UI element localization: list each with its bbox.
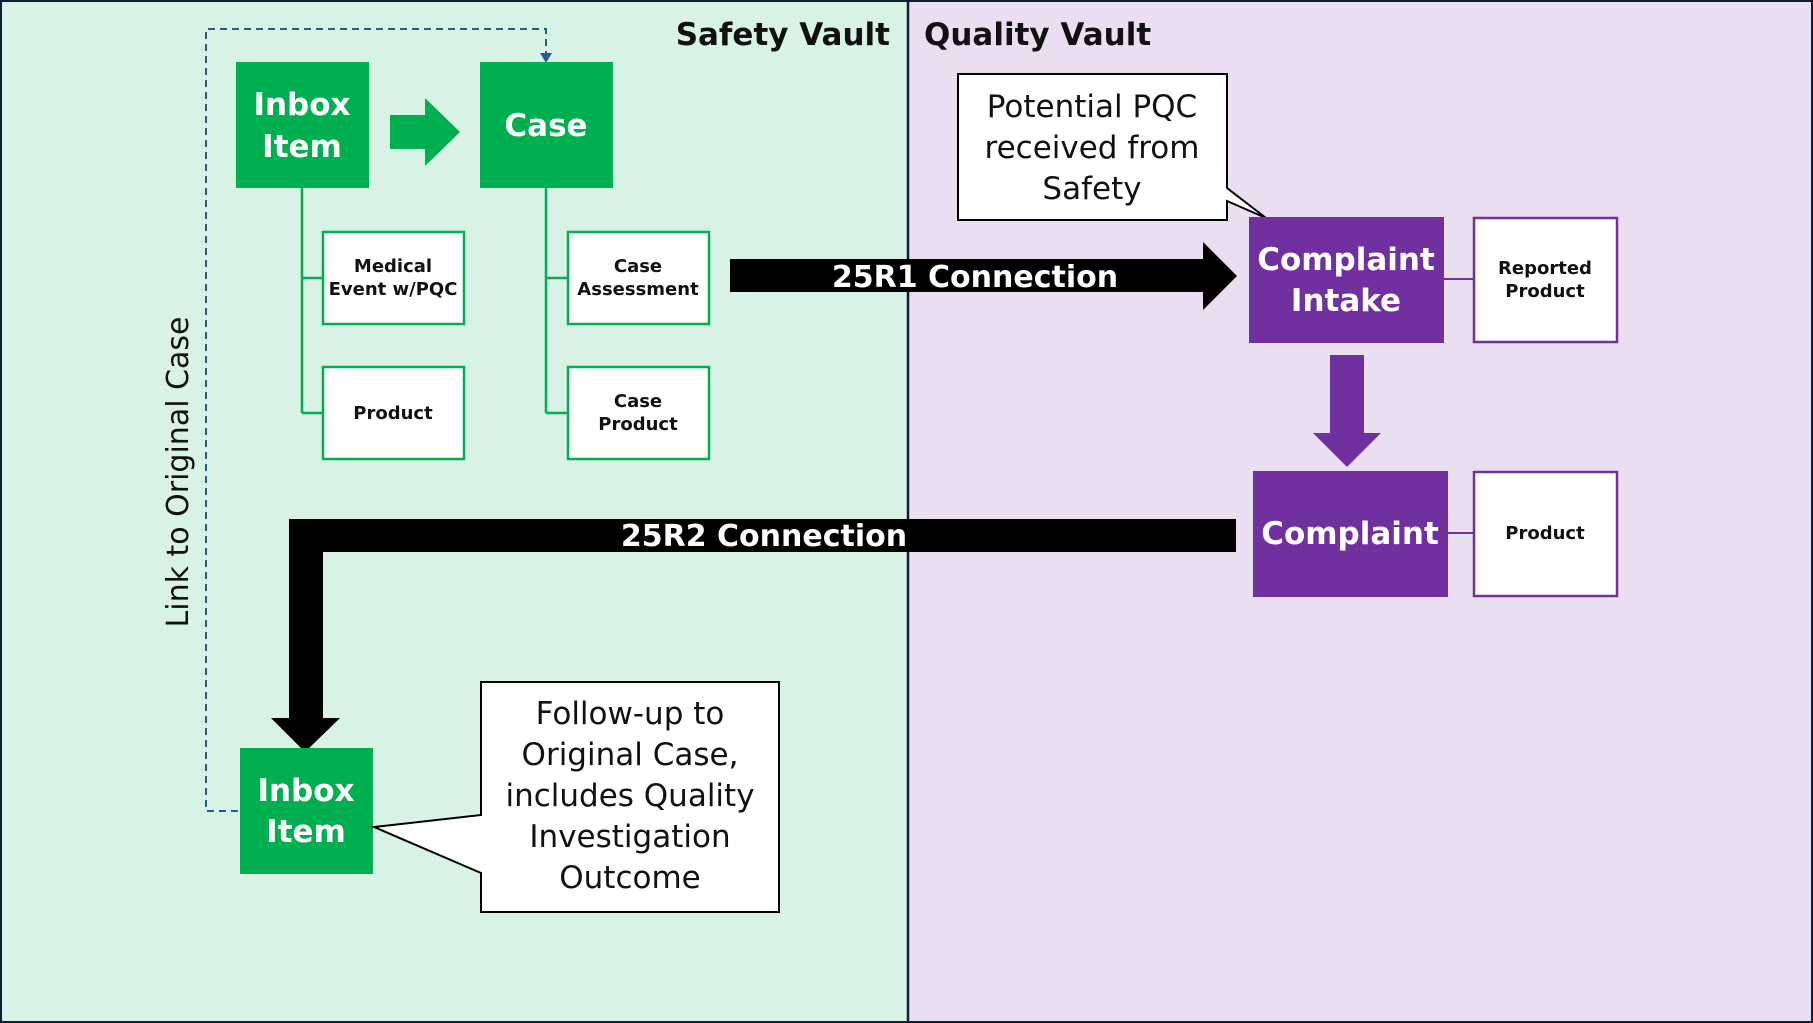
complaint-intake-line1: Complaint [1257,242,1435,278]
followup-callout-line3: includes Quality [505,778,754,814]
case-assessment-line2: Assessment [577,279,699,300]
inbox-item-top-line1: Inbox [253,87,350,123]
reported-product-line2: Product [1505,281,1585,302]
quality-tree-lines [1444,278,1474,534]
pqc-callout-line1: Potential PQC [987,89,1197,125]
followup-callout-line5: Outcome [559,860,700,896]
quality-product-box[interactable]: Product [1472,470,1619,598]
inbox-item-bottom-line2: Item [266,814,346,850]
connection-25r2-label: 25R2 Connection [621,519,907,554]
link-arrowhead-icon [540,53,552,63]
pqc-callout-line2: received from [985,130,1200,166]
followup-callout: Follow-up to Original Case, includes Qua… [370,681,780,913]
inbox-item-top[interactable]: Inbox Item [236,62,369,188]
case-assessment-box[interactable]: Case Assessment [566,230,711,326]
link-to-original-case-label: Link to Original Case [161,317,196,628]
inbox-item-bottom-line1: Inbox [257,773,354,809]
complaint-label: Complaint [1261,516,1439,552]
case-assessment-line1: Case [614,256,662,277]
case-product-line1: Case [614,391,662,412]
connection-25r2-arrow [271,519,1236,752]
case-product-box[interactable]: Case Product [566,365,711,461]
reported-product-line1: Reported [1498,258,1592,279]
medical-event-box[interactable]: Medical Event w/PQC [321,230,466,326]
complaint-box[interactable]: Complaint [1253,471,1448,597]
medical-event-line2: Event w/PQC [329,279,458,300]
intake-to-complaint-arrow-icon [1313,355,1381,467]
followup-callout-line2: Original Case, [522,737,739,773]
pqc-callout-line3: Safety [1042,171,1141,207]
reported-product-box[interactable]: Reported Product [1472,216,1619,344]
medical-event-line1: Medical [354,256,432,277]
complaint-intake-line2: Intake [1291,283,1401,319]
pqc-callout: Potential PQC received from Safety [957,73,1267,221]
connection-25r1-arrow [730,242,1237,310]
safety-product-label: Product [353,403,433,424]
case-box[interactable]: Case [480,62,613,188]
inbox-item-top-line2: Item [262,129,342,165]
complaint-intake-box[interactable]: Complaint Intake [1249,217,1444,343]
followup-callout-line1: Follow-up to [536,696,725,732]
followup-callout-line4: Investigation [529,819,730,855]
quality-product-label: Product [1505,523,1585,544]
case-product-line2: Product [598,414,678,435]
case-label: Case [504,108,587,144]
inbox-item-bottom[interactable]: Inbox Item [240,748,373,874]
inbox-to-case-arrow-icon [390,98,460,166]
connection-25r1-label: 25R1 Connection [832,260,1118,295]
safety-product-box[interactable]: Product [321,365,466,461]
quality-vault-title: Quality Vault [924,17,1151,53]
safety-vault-title: Safety Vault [676,17,890,53]
safety-tree-lines [300,188,568,415]
